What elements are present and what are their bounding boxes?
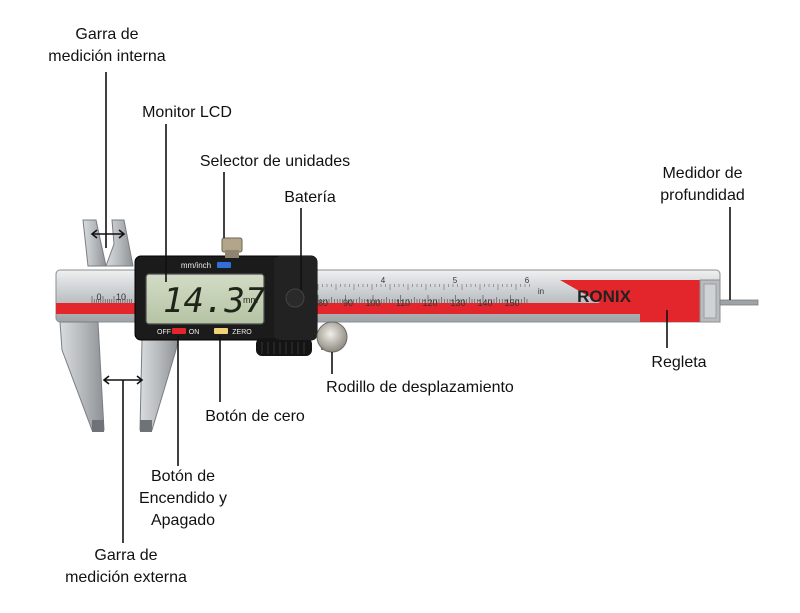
- off-text: OFF: [157, 329, 171, 336]
- label-depth-gauge: Medidor de profundidad: [660, 165, 745, 204]
- unit-toggle-indicator: [217, 262, 231, 268]
- scale-label: 100: [365, 298, 380, 308]
- label-unit-selector: Selector de unidades: [199, 153, 351, 170]
- lcd-screen: [145, 273, 265, 325]
- label-external-jaw: Garra de medición externa: [65, 547, 187, 586]
- battery-cap: [285, 288, 305, 308]
- scale-label: 0: [96, 292, 101, 302]
- inch-label: 5: [453, 276, 458, 285]
- scale-ticks: [91, 284, 530, 303]
- label-battery: Batería: [284, 189, 336, 206]
- label-power-button: Botón de Encendido y Apagado: [138, 468, 228, 529]
- lcd-reading: 14.37: [163, 281, 266, 321]
- depth-rod: [719, 299, 759, 306]
- inch-label: 6: [525, 276, 530, 285]
- scale-label: 110: [396, 298, 410, 308]
- scale-label: 10: [116, 292, 126, 302]
- unit-selector-button[interactable]: [221, 237, 243, 258]
- power-button[interactable]: [172, 328, 186, 334]
- outside-jaws: [59, 321, 179, 432]
- inch-marker: in: [538, 287, 544, 296]
- zero-text: ZERO: [232, 329, 252, 336]
- label-thumb-roller: Rodillo de desplazamiento: [326, 379, 514, 396]
- lcd-unit: mm: [243, 295, 258, 305]
- mm-scale-labels: 0 10 80 90 100 110 120 130 140 150: [96, 292, 519, 308]
- inch-label: 4: [381, 276, 386, 285]
- label-internal-jaw: Garra de medición interna: [48, 26, 166, 65]
- scale-label: 150: [504, 298, 519, 308]
- label-lcd-monitor: Monitor LCD: [142, 104, 232, 121]
- scale-label: 80: [318, 298, 328, 308]
- inside-jaws: [82, 219, 134, 267]
- on-text: ON: [189, 329, 200, 336]
- scale-label: 140: [477, 298, 492, 308]
- thumb-roller[interactable]: [316, 321, 348, 353]
- label-rule: Regleta: [651, 354, 707, 371]
- scale-label: 130: [450, 298, 465, 308]
- leader-lines: [90, 72, 731, 543]
- inch-scale-labels: 4 5 6 in: [381, 276, 544, 296]
- scale-label: 90: [343, 298, 353, 308]
- brand-logo: RONIX: [577, 287, 632, 306]
- scale-label: 120: [422, 298, 437, 308]
- unit-toggle-text: mm/inch: [181, 261, 211, 270]
- label-zero-button: Botón de cero: [205, 408, 305, 425]
- zero-button[interactable]: [214, 328, 228, 334]
